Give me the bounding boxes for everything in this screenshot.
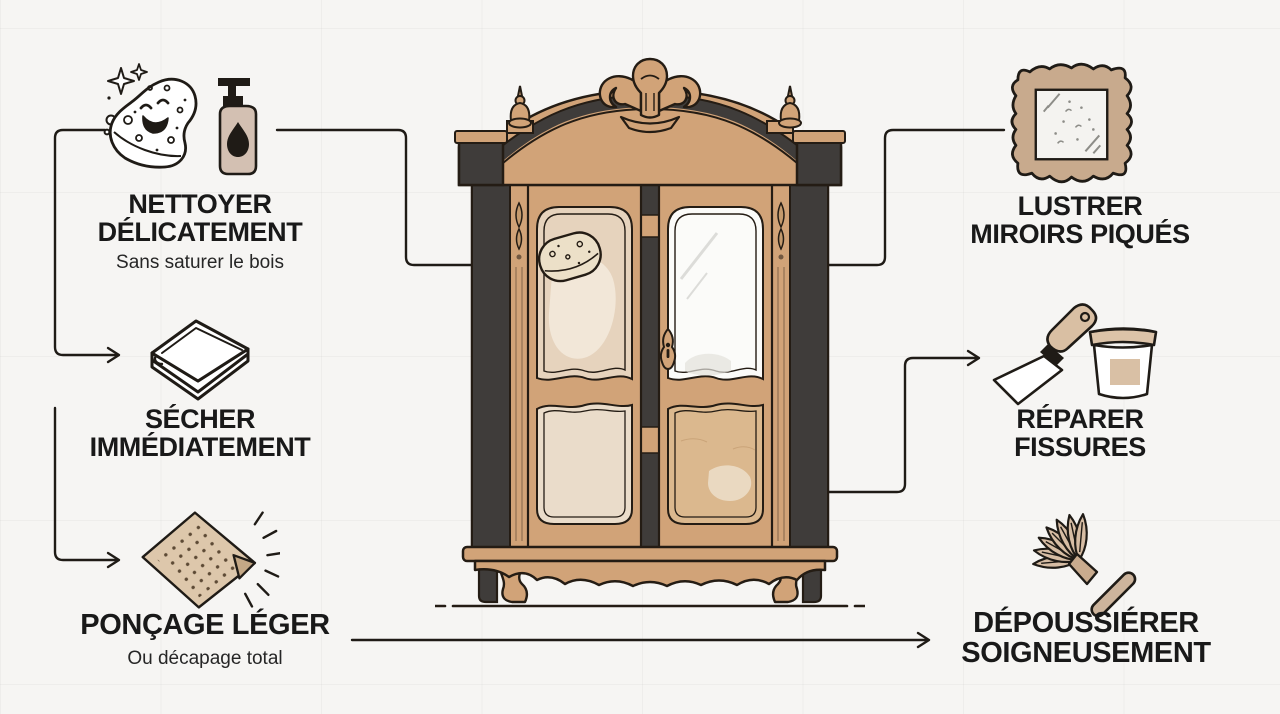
step-title-line: DÉPOUSSIÉRER <box>973 607 1199 639</box>
step-title: LUSTRER MIROIRS PIQUÉS <box>930 192 1230 248</box>
armoire-crown <box>454 57 846 187</box>
putty-pot-icon <box>1088 327 1158 400</box>
step-title-line: NETTOYER <box>128 189 272 219</box>
step-title-line: SÉCHER <box>144 404 256 434</box>
step-depoussierer: DÉPOUSSIÉRER SOIGNEUSEMENT <box>925 498 1247 688</box>
base-molding <box>461 545 839 563</box>
step-subtitle: Sans saturer le bois <box>116 252 284 273</box>
sparkle <box>130 63 148 81</box>
armoire-left-door <box>526 183 643 561</box>
step-lustrer: LUSTRER MIROIRS PIQUÉS <box>930 58 1230 263</box>
sparkle <box>107 67 135 95</box>
putty-knife-icon <box>992 303 1158 406</box>
drop <box>227 122 249 157</box>
blade <box>992 354 1064 406</box>
sponge-icon <box>103 63 198 169</box>
soap-bottle-icon <box>218 78 258 176</box>
armoire-illustration <box>435 57 865 608</box>
sandpaper-icon <box>141 511 280 609</box>
feather-duster-icon <box>1031 512 1137 618</box>
step-title: SÉCHER IMMÉDIATEMENT <box>40 405 360 461</box>
armoire-mirror-door <box>657 183 774 561</box>
armoire-base <box>461 545 839 604</box>
step-title-line: MIROIRS PIQUÉS <box>970 219 1190 249</box>
armoire-left-pilaster <box>509 184 529 560</box>
pale-patch <box>708 465 752 501</box>
step-title-line: IMMÉDIATEMENT <box>89 432 311 462</box>
armoire-right-pilaster <box>771 184 791 560</box>
step-poncage: PONÇAGE LÉGER Ou décapage total <box>38 505 372 690</box>
step-secher: SÉCHER IMMÉDIATEMENT <box>40 307 360 477</box>
pump <box>218 78 250 96</box>
duster-handle <box>1090 571 1137 618</box>
step-title-line: DÉLICATEMENT <box>97 217 303 247</box>
armoire-center-stile <box>640 184 660 560</box>
sponge-on-door <box>537 231 602 283</box>
pot-label <box>1110 359 1140 385</box>
right-door-lower-panel <box>667 402 764 525</box>
shine-rays <box>243 511 280 608</box>
left-door-lower-panel <box>536 402 633 525</box>
connector-poncage-to-depoussierer <box>350 631 931 649</box>
step-title-line: RÉPARER <box>1016 404 1144 434</box>
duster-ferrule <box>1067 552 1099 586</box>
step-title: DÉPOUSSIÉRER SOIGNEUSEMENT <box>925 608 1247 668</box>
step-title-line: SOIGNEUSEMENT <box>961 637 1211 669</box>
crown-crest <box>598 57 702 134</box>
step-title-line: LUSTRER <box>1017 191 1143 221</box>
mirror-spots <box>1042 93 1102 154</box>
keyhole <box>659 327 677 371</box>
step-subtitle: Ou décapage total <box>127 648 283 669</box>
ferrule <box>1040 344 1064 366</box>
armoire-right-stile <box>789 184 829 560</box>
step-title-line: PONÇAGE LÉGER <box>80 609 330 641</box>
towel-top-face <box>150 319 250 383</box>
handle-hole <box>1079 311 1091 323</box>
towel-icon <box>150 319 250 401</box>
step-reparer: RÉPARER FISSURES <box>930 298 1230 478</box>
step-title-line: FISSURES <box>1014 432 1146 462</box>
sponge-mouth <box>142 115 169 134</box>
step-title: PONÇAGE LÉGER <box>38 610 372 640</box>
mirror-icon <box>1010 62 1133 184</box>
apron <box>473 559 827 588</box>
handle <box>1046 303 1098 353</box>
armoire-left-stile <box>471 184 511 560</box>
mirror-glass <box>1034 88 1109 161</box>
step-title: RÉPARER FISSURES <box>930 405 1230 461</box>
step-nettoyer: NETTOYER DÉLICATEMENT Sans saturer le bo… <box>40 60 360 295</box>
step-title: NETTOYER DÉLICATEMENT <box>40 190 360 246</box>
mirror-panel <box>667 206 764 381</box>
folded-corner <box>232 554 257 580</box>
